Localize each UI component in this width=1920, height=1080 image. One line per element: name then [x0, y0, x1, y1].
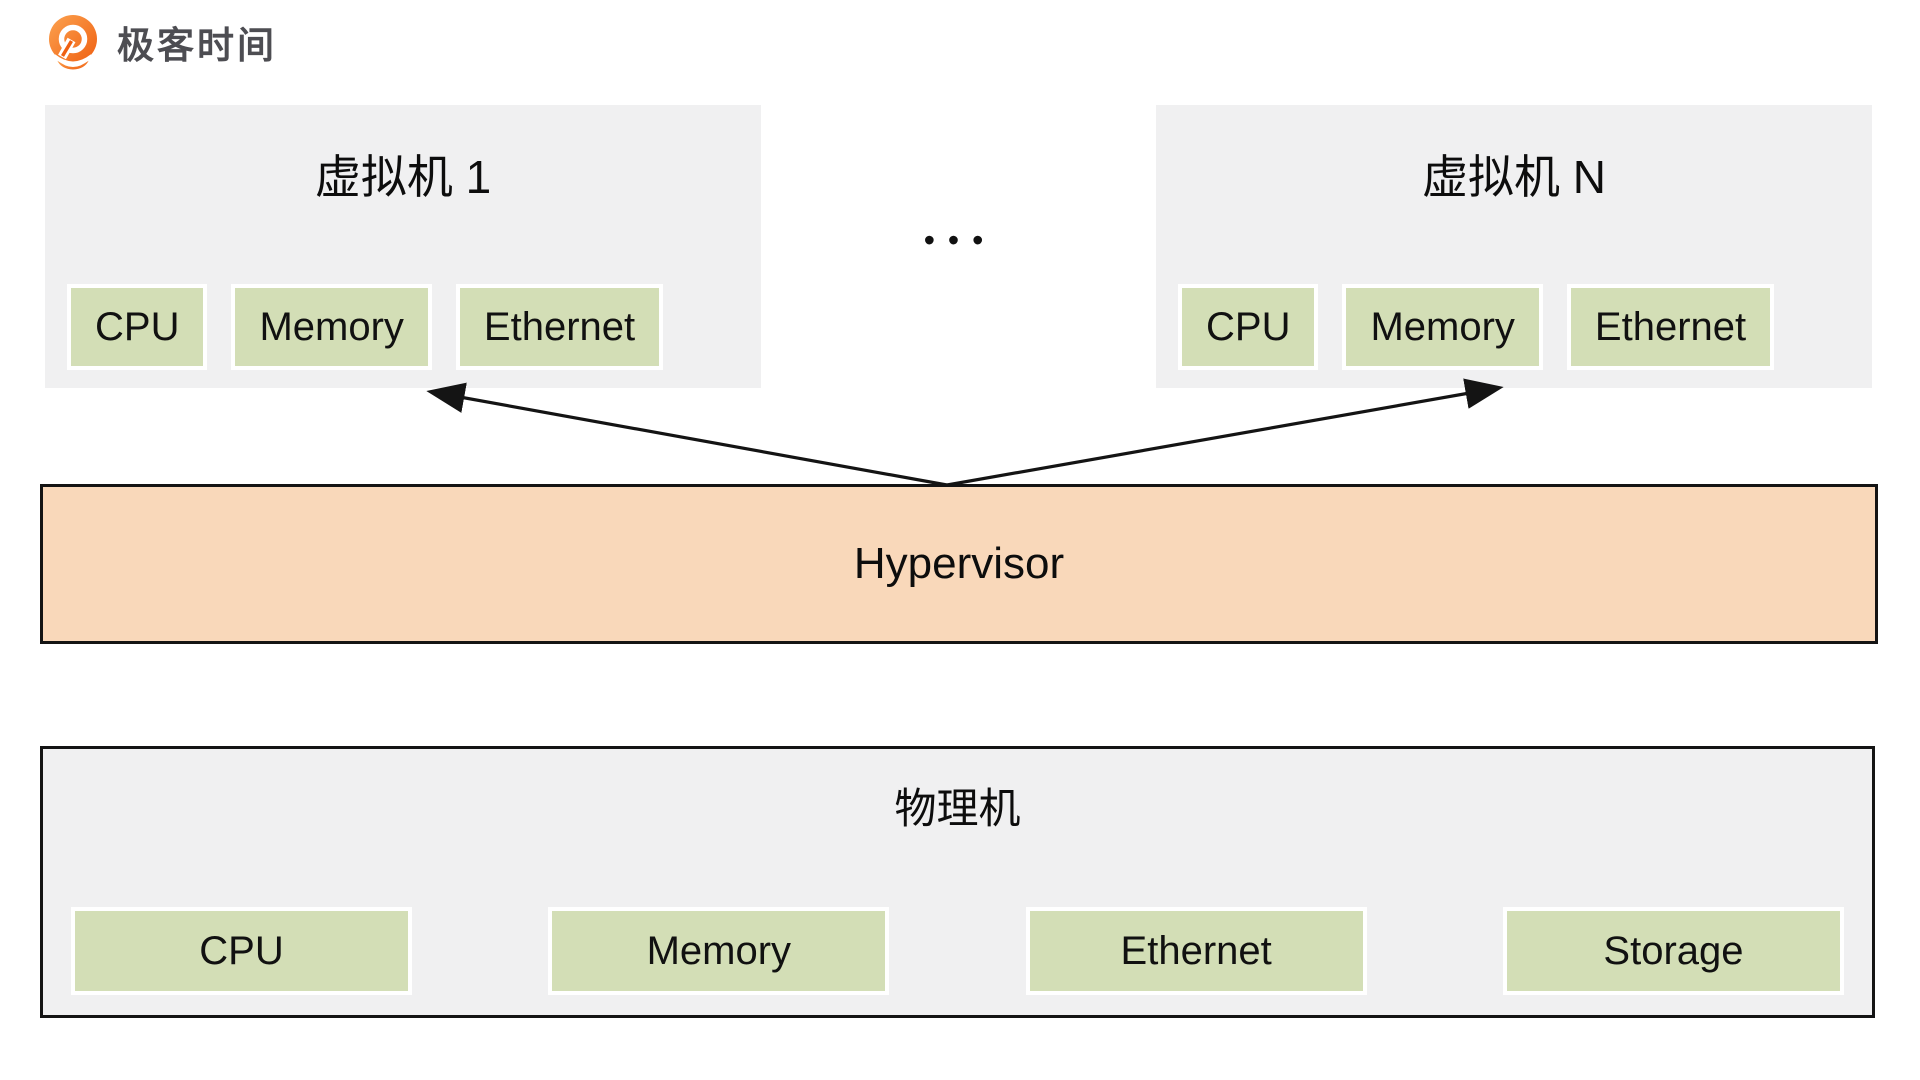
geektime-logo-icon [49, 15, 97, 70]
vmn-memory-chip: Memory [1342, 284, 1543, 370]
pm-memory-chip: Memory [548, 907, 890, 995]
vm1-components: CPU Memory Ethernet [67, 284, 664, 370]
vmn-components: CPU Memory Ethernet [1178, 284, 1775, 370]
brand-name: 极客时间 [117, 25, 277, 66]
vm1-title: 虚拟机 1 [314, 151, 492, 203]
brand: 极客时间 [44, 13, 277, 71]
arrow-to-vm1 [426, 382, 948, 487]
vm1-box: 虚拟机 1 CPU Memory Ethernet [45, 105, 761, 388]
vmn-box: 虚拟机 N CPU Memory Ethernet [1156, 105, 1872, 388]
vmn-ethernet-chip: Ethernet [1566, 284, 1775, 370]
vmn-title: 虚拟机 N [1422, 151, 1606, 203]
vmn-cpu-chip: CPU [1178, 284, 1319, 370]
vm1-ethernet-chip: Ethernet [455, 284, 664, 370]
physical-machine-components: CPU Memory Ethernet Storage [71, 907, 1844, 995]
vm1-memory-chip: Memory [231, 284, 432, 370]
pm-cpu-chip: CPU [71, 907, 412, 995]
hypervisor-label: Hypervisor [853, 539, 1065, 588]
pm-storage-chip: Storage [1502, 907, 1844, 995]
vm-ellipsis: ••• [923, 222, 997, 258]
physical-machine-box: 物理机 CPU Memory Ethernet Storage [40, 746, 1875, 1018]
physical-machine-title: 物理机 [894, 785, 1021, 832]
vm1-cpu-chip: CPU [67, 284, 208, 370]
arrow-to-vmn [946, 378, 1504, 487]
hypervisor-box: Hypervisor [40, 484, 1878, 644]
pm-ethernet-chip: Ethernet [1025, 907, 1367, 995]
